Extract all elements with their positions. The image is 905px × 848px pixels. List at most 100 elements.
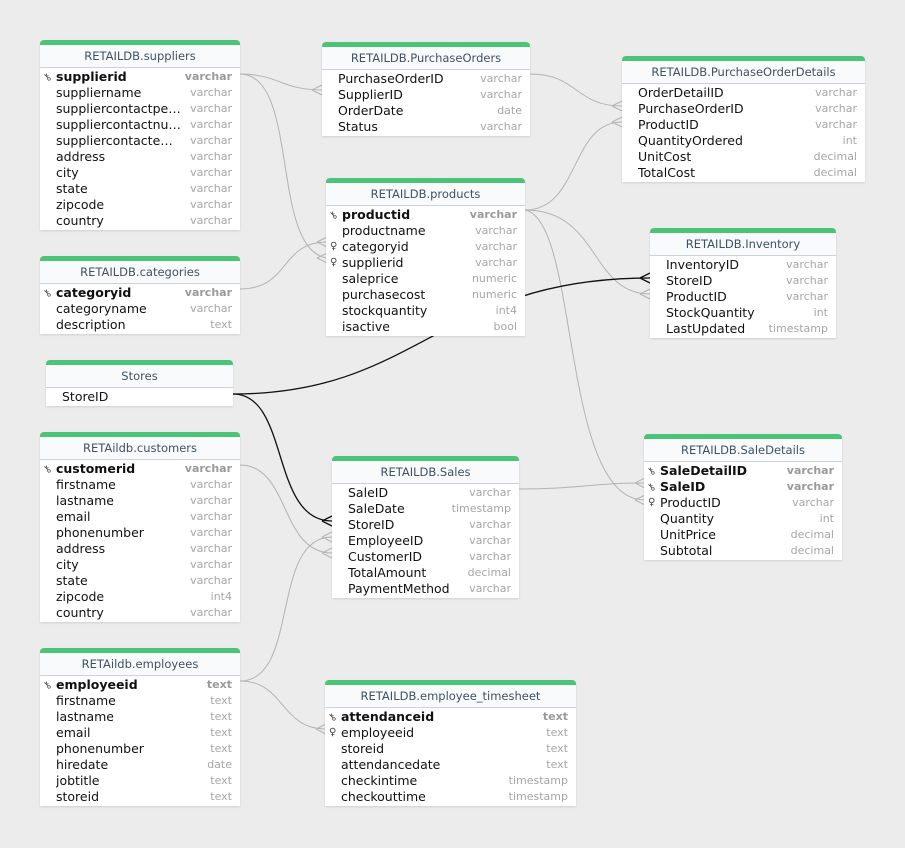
link-customers-sales[interactable] xyxy=(239,464,333,554)
link-employees-timesheet[interactable] xyxy=(239,680,327,730)
table-header[interactable]: RETAildb.customers xyxy=(40,437,240,460)
column-row[interactable]: suppliercontacte…varchar xyxy=(40,133,240,149)
link-stores-inventory[interactable] xyxy=(232,277,651,395)
table-header[interactable]: RETAILDB.PurchaseOrders xyxy=(322,47,530,70)
column-row[interactable]: suppliercontactnu…varchar xyxy=(40,117,240,133)
link-products-inventory[interactable] xyxy=(524,209,651,295)
link-categories-products[interactable] xyxy=(239,241,328,290)
column-row[interactable]: suppliercontactpe…varchar xyxy=(40,101,240,117)
table-header[interactable]: RETAILDB.PurchaseOrderDetails xyxy=(622,61,865,84)
link-sales-saledetails[interactable] xyxy=(518,482,646,490)
link-suppliers-products[interactable] xyxy=(239,73,328,259)
table-header[interactable]: RETAILDB.products xyxy=(326,183,525,206)
column-row[interactable]: StoreID xyxy=(46,389,233,405)
table-header[interactable]: RETAILDB.employee_timesheet xyxy=(325,685,576,708)
table-header[interactable]: RETAildb.employees xyxy=(40,653,240,676)
link-suppliers-purchaseorders[interactable] xyxy=(239,73,323,91)
table-header[interactable]: Stores xyxy=(46,365,233,388)
link-products-saledetails[interactable] xyxy=(524,209,646,501)
table-header[interactable]: RETAILDB.Inventory xyxy=(650,233,836,256)
link-employees-sales[interactable] xyxy=(239,536,333,682)
table-header[interactable]: RETAILDB.Sales xyxy=(332,461,519,484)
table-header[interactable]: RETAILDB.suppliers xyxy=(40,45,240,68)
link-products-podetails[interactable] xyxy=(524,121,623,211)
table-header[interactable]: RETAILDB.categories xyxy=(40,261,240,284)
link-stores-sales[interactable] xyxy=(232,393,333,522)
link-purchaseorders-podetails[interactable] xyxy=(529,73,623,107)
